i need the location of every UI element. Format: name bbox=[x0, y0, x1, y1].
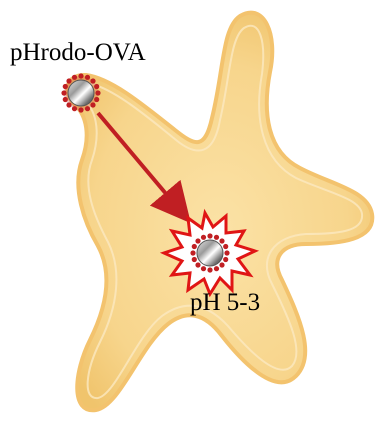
probe-label: pHrodo-OVA bbox=[10, 40, 146, 65]
dendritic-cell bbox=[67, 13, 372, 411]
probe-bead-icon bbox=[61, 73, 100, 112]
ph-label: pH 5-3 bbox=[190, 290, 260, 315]
